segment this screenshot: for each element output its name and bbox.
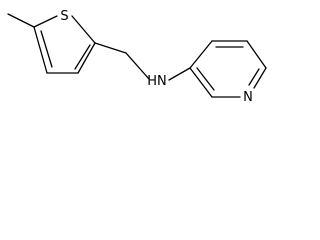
pyridine-double-bond-c2-c3 bbox=[196, 67, 215, 91]
pyridine-double-bond-c6-n bbox=[248, 68, 260, 86]
thiophene-double-bond-c4-c5 bbox=[40, 30, 53, 68]
structure-diagram: S HN N bbox=[7, 9, 267, 105]
methyl-bond bbox=[7, 13, 35, 28]
thiophene-bond-s-c2 bbox=[71, 15, 96, 44]
pyridine-bond-c6-n bbox=[253, 67, 267, 89]
pyridine-bond-c3-c4 bbox=[189, 40, 213, 69]
thiophene-bond-c2-c3 bbox=[77, 42, 96, 74]
pyridine-nitrogen-label: N bbox=[243, 90, 253, 105]
amine-nh-label: HN bbox=[147, 74, 167, 89]
bond-nh-pyridine bbox=[168, 67, 191, 81]
pyridine-bond-c2-c3 bbox=[189, 67, 213, 98]
sulfur-atom-label: S bbox=[60, 9, 68, 24]
thiophene-bond-c5-s bbox=[33, 15, 58, 28]
pyridine-bond-c5-c6 bbox=[246, 40, 267, 69]
thiophene-bond-c4-c5 bbox=[33, 26, 48, 74]
thiophene-double-bond-c2-c3 bbox=[74, 44, 91, 70]
linker-bond-ch2-n bbox=[125, 52, 150, 80]
linker-bond-c2-ch2 bbox=[94, 42, 127, 54]
